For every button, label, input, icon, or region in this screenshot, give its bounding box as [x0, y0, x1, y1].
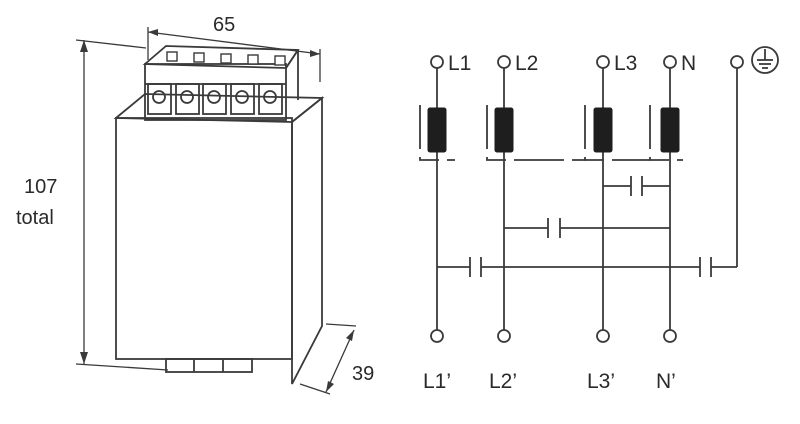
capacitor-l2 — [504, 218, 670, 238]
terminal-l1-out — [430, 329, 444, 343]
choke-cores — [427, 107, 680, 153]
label-l2-out: L2’ — [489, 370, 517, 393]
protective-earth-icon — [751, 46, 779, 74]
height-value: 107 — [24, 176, 57, 198]
label-n-out: N’ — [656, 370, 676, 393]
label-l2: L2 — [515, 52, 538, 75]
height-dimension: 107 total — [16, 39, 169, 371]
label-l1: L1 — [448, 52, 471, 75]
depth-dimension: 39 — [299, 323, 374, 395]
output-terminals: L1’ L2’ L3’ N’ — [423, 329, 677, 393]
choke-l1 — [427, 107, 447, 153]
label-l3: L3 — [614, 52, 637, 75]
terminal-l3-out — [596, 329, 610, 343]
capacitor-l1-and-earth — [437, 257, 737, 277]
height-unit: total — [16, 207, 54, 229]
housing-drawing: 65 107 total 39 — [16, 14, 374, 395]
choke-l3 — [593, 107, 613, 153]
terminal-block — [142, 45, 300, 121]
terminal-l2-out — [497, 329, 511, 343]
terminal-n-out — [663, 329, 677, 343]
depth-value: 39 — [352, 363, 374, 385]
terminal-pe — [730, 55, 744, 69]
label-l1-out: L1’ — [423, 370, 451, 393]
conductors — [436, 68, 738, 330]
terminal-l3 — [596, 55, 610, 69]
input-terminals: L1 L2 L3 N — [430, 52, 744, 75]
terminal-l1 — [430, 55, 444, 69]
terminal-screw-tops — [166, 51, 286, 66]
choke-n — [660, 107, 680, 153]
terminal-n — [663, 55, 677, 69]
capacitor-l3-n — [603, 176, 670, 196]
circuit-schematic: L1 L2 L3 N L1’ L2’ L3’ N’ — [419, 46, 779, 393]
terminal-clamps — [147, 83, 283, 115]
choke-l2 — [494, 107, 514, 153]
terminal-l2 — [497, 55, 511, 69]
filter-housing — [113, 93, 325, 385]
label-n: N — [681, 52, 696, 75]
choke-screens — [419, 105, 683, 161]
label-l3-out: L3’ — [587, 370, 615, 393]
width-value: 65 — [213, 14, 235, 36]
